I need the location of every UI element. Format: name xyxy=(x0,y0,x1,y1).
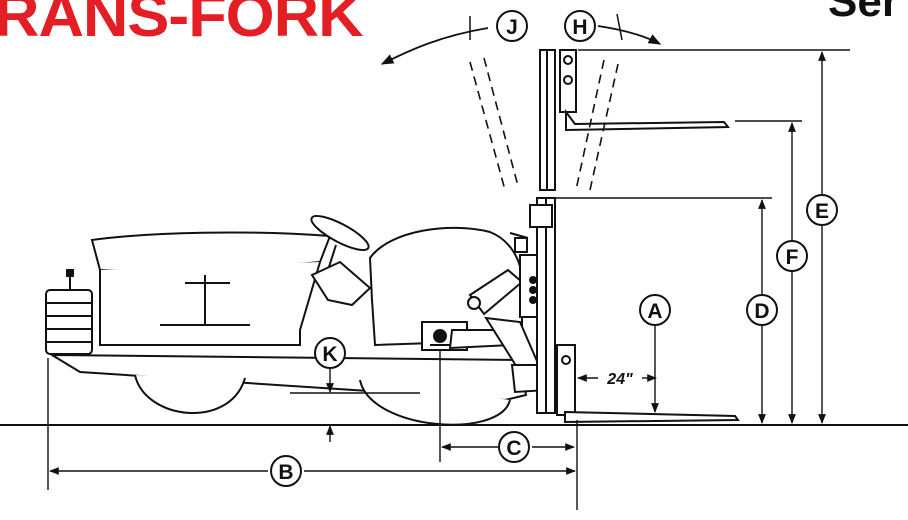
dimension-lines xyxy=(47,49,850,510)
svg-text:F: F xyxy=(786,246,799,269)
label-D: D xyxy=(746,294,778,326)
steering-wheel xyxy=(310,215,372,307)
tilt-arc-back xyxy=(380,27,489,65)
label-F: F xyxy=(776,240,808,272)
label-H: H xyxy=(564,10,596,42)
label-J: J xyxy=(496,10,528,42)
svg-text:E: E xyxy=(815,200,829,223)
svg-text:A: A xyxy=(647,300,662,323)
svg-text:D: D xyxy=(754,300,769,323)
label-E: E xyxy=(806,194,838,226)
tilt-outline-forward xyxy=(575,59,619,191)
rear-weights xyxy=(45,269,93,355)
mast-raised xyxy=(539,49,577,191)
label-A: A xyxy=(639,294,671,326)
front-wheel xyxy=(359,379,511,426)
svg-text:H: H xyxy=(572,16,587,39)
tilt-outline-back xyxy=(469,57,519,191)
svg-text:J: J xyxy=(506,16,518,39)
fork-lowered xyxy=(564,410,740,424)
tilt-arc-forward xyxy=(597,25,662,45)
svg-text:K: K xyxy=(322,343,337,366)
label-C: C xyxy=(498,431,530,463)
mount-bracket xyxy=(421,321,515,351)
svg-text:B: B xyxy=(278,461,293,484)
label-B: B xyxy=(270,455,302,487)
label-K: K xyxy=(314,337,346,369)
svg-text:C: C xyxy=(506,437,521,460)
fork-raised xyxy=(565,109,731,132)
fork-offset-label: 24" xyxy=(606,371,633,388)
brand-title: RANS-FORK xyxy=(0,0,364,49)
mast-lowered xyxy=(529,197,576,416)
rear-wheel xyxy=(134,374,246,414)
brand-corner-text: Ser xyxy=(828,0,899,26)
